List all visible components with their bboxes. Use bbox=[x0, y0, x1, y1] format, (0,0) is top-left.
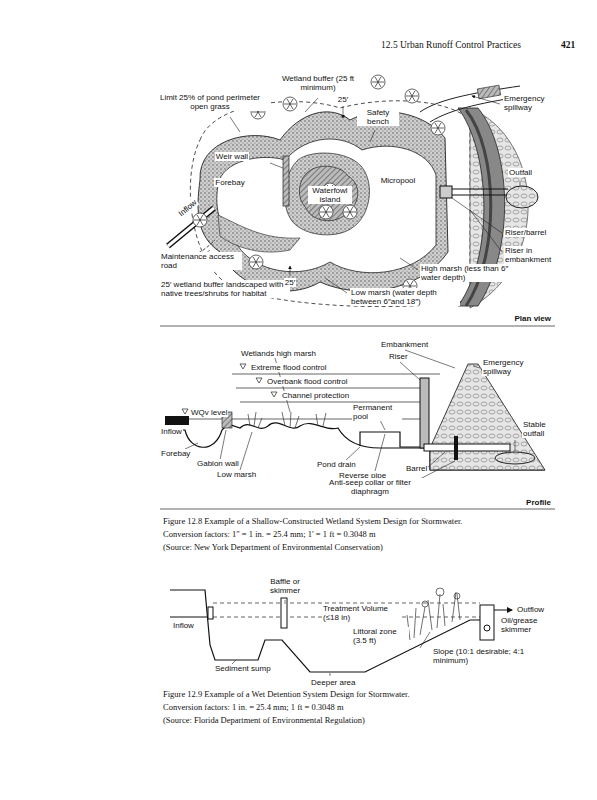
caption-note: (Source: Florida Department of Environme… bbox=[162, 716, 366, 726]
part-label: Barrel bbox=[405, 464, 428, 473]
level-label: Channel protection bbox=[281, 391, 350, 400]
part-label: Low marsh bbox=[216, 470, 257, 479]
part-label: Deeper area bbox=[310, 678, 356, 687]
level-label: WQv level bbox=[190, 408, 228, 417]
tree-symbol bbox=[319, 205, 333, 219]
tree-symbol bbox=[431, 121, 445, 135]
figure-caption: Figure 12.8 Example of a Shallow-Constru… bbox=[162, 517, 463, 527]
part-label: Riser bbox=[388, 352, 409, 361]
note-label: Limit 25% of pond perimeter open grass bbox=[149, 93, 271, 111]
tree-symbol bbox=[371, 75, 385, 89]
part-label: Inflow bbox=[172, 621, 195, 630]
part-label: Maintenance access road bbox=[160, 252, 242, 270]
part-label: Riser/barrel bbox=[504, 228, 547, 237]
part-label: Embankment bbox=[380, 340, 429, 349]
part-label: Gabion wall bbox=[196, 459, 240, 468]
part-label: Emergency spillway bbox=[503, 94, 567, 112]
buffer-label: Wetland buffer (25 ft minimum) bbox=[272, 74, 364, 92]
part-label: Safety bench bbox=[357, 108, 399, 126]
part-label: Emergency spillway bbox=[482, 358, 546, 376]
tree-symbol bbox=[405, 89, 419, 103]
part-label: Slope (10:1 desirable; 4:1 minimum) bbox=[432, 647, 539, 665]
profile-view bbox=[160, 350, 555, 509]
view-title: Profile bbox=[525, 498, 552, 507]
part-label: Riser in embankment bbox=[504, 246, 568, 264]
part-label: Outflow bbox=[516, 605, 545, 614]
level-label: Extreme flood control bbox=[250, 363, 328, 372]
tree-symbol bbox=[343, 205, 357, 219]
figure-caption: Figure 12.9 Example of a Wet Detention S… bbox=[162, 690, 411, 700]
part-label: Inflow bbox=[160, 427, 183, 436]
part-label: Permanent pool bbox=[352, 403, 402, 421]
part-label: Oil/grease skimmer bbox=[500, 616, 557, 634]
part-label: Weir wall bbox=[215, 152, 249, 161]
part-label: Anti-seep collar or filter diaphragm bbox=[314, 478, 426, 496]
caption-note: (Source: New York Department of Environm… bbox=[162, 543, 384, 553]
tree-symbol bbox=[283, 97, 297, 111]
part-label: Treatment Volume (≤18 in) bbox=[322, 604, 399, 622]
part-label: Forebay bbox=[160, 449, 191, 458]
dimension: 25′ bbox=[337, 95, 349, 104]
page-number: 421 bbox=[560, 40, 576, 51]
caption-note: Conversion factors: 1 in. = 25.4 mm; 1 f… bbox=[162, 703, 345, 713]
view-title: Plan view bbox=[514, 314, 552, 323]
level-label: Overbank flood control bbox=[266, 377, 349, 386]
tree-symbol bbox=[193, 213, 207, 227]
part-label: Stable outfall bbox=[522, 420, 564, 438]
dimension: 25′ bbox=[284, 278, 296, 287]
tree-symbol bbox=[249, 255, 263, 269]
part-label: Waterfowl island bbox=[308, 186, 352, 204]
part-label: Wetlands high marsh bbox=[240, 349, 317, 358]
part-label: Sediment sump bbox=[214, 664, 272, 673]
part-label: Low marsh (water depth between 6″and 18″… bbox=[350, 288, 460, 306]
part-label: Pond drain bbox=[316, 460, 357, 469]
part-label: Baffle or skimmer bbox=[260, 577, 310, 595]
caption-note: Conversion factors: 1″ = 1 in. = 25.4 mm… bbox=[162, 530, 377, 540]
part-label: Forebay bbox=[214, 178, 245, 187]
part-label: Micropool bbox=[380, 176, 417, 185]
part-label: High marsh (less than 6″ water depth) bbox=[420, 264, 522, 282]
plan-view bbox=[160, 75, 555, 326]
running-head: 12.5 Urban Runoff Control Practices bbox=[380, 40, 522, 51]
note-label: 25′ wetland buffer landscaped with nativ… bbox=[160, 280, 290, 298]
part-label: Littoral zone (3.5 ft) bbox=[352, 627, 409, 645]
part-label: Outfall bbox=[508, 168, 533, 177]
